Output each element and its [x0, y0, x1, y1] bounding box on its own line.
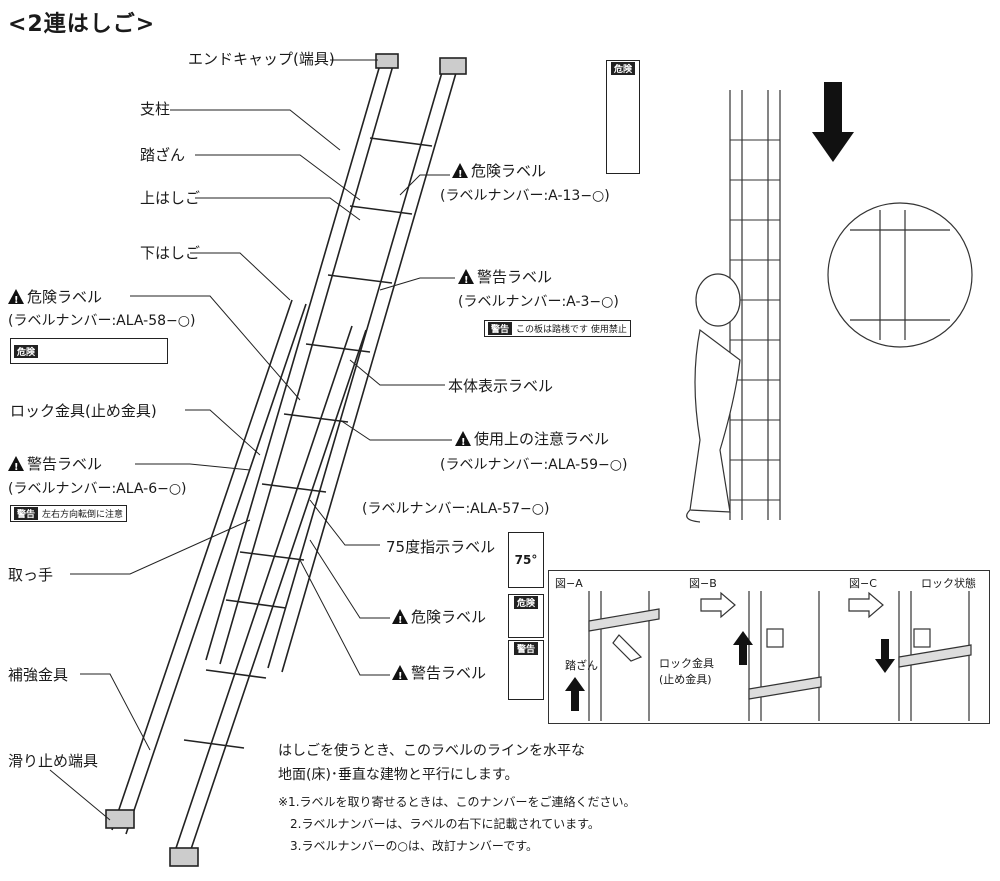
- inset-rung-label: 踏ざん: [565, 659, 598, 672]
- label-reinforce: 補強金具: [8, 666, 69, 684]
- label-danger-top-number: (ラベルナンバー:A-13−○): [440, 188, 610, 204]
- inset-lock-label-1: ロック金具: [659, 657, 714, 670]
- note-2: 2.ラベルナンバーは、ラベルの右下に記載されています。: [290, 817, 600, 831]
- label-warning-left: 警告ラベル: [8, 455, 102, 477]
- locked-state-label: ロック状態: [921, 577, 976, 590]
- label-warning-mid: 警告ラベル: [458, 268, 552, 290]
- label-rung: 踏ざん: [140, 146, 186, 164]
- fig-b-label: 図−B: [689, 577, 717, 590]
- label-antislip: 滑り止め端具: [8, 752, 99, 770]
- warning-triangle-icon: [392, 665, 408, 686]
- warning-triangle-icon: [8, 456, 24, 477]
- label-warning-left-number: (ラベルナンバー:ALA-6−○): [8, 481, 187, 497]
- page-title: <2連はしご>: [8, 12, 156, 37]
- degree75-sticker: 75°: [508, 532, 544, 588]
- label-end-cap: エンドキャップ(端具): [188, 50, 335, 68]
- label-danger-bottom: 危険ラベル: [392, 608, 486, 630]
- note-line-1: はしごを使うとき、このラベルのラインを水平な: [278, 743, 586, 759]
- label-75-degree: 75度指示ラベル: [386, 538, 496, 556]
- label-handle: 取っ手: [8, 566, 54, 584]
- warning-triangle-icon: [452, 163, 468, 184]
- danger-left-sticker: 危険: [10, 338, 168, 364]
- note-3: 3.ラベルナンバーの○は、改訂ナンバーです。: [290, 839, 539, 853]
- note-line-2: 地面(床)･垂直な建物と平行にします。: [278, 767, 519, 783]
- inset-drawing: [565, 591, 972, 721]
- warning-triangle-icon: [455, 431, 471, 452]
- label-lock: ロック金具(止め金具): [10, 402, 157, 420]
- warning-mid-sticker: 警告この板は踏桟です 使用禁止: [484, 320, 631, 337]
- label-danger-top: 危険ラベル: [452, 162, 546, 184]
- label-usage-number: (ラベルナンバー:ALA-59−○): [440, 457, 628, 473]
- label-warning-bottom: 警告ラベル: [392, 664, 486, 686]
- label-danger-left-number: (ラベルナンバー:ALA-58−○): [8, 313, 196, 329]
- label-num57: (ラベルナンバー:ALA-57−○): [362, 501, 550, 517]
- warning-triangle-icon: [458, 269, 474, 290]
- label-body: 本体表示ラベル: [448, 377, 554, 395]
- note-1: ※1.ラベルを取り寄せるときは、このナンバーをご連絡ください。: [278, 795, 636, 809]
- danger-top-sticker: 危険: [606, 60, 640, 174]
- label-pillar: 支柱: [140, 100, 171, 118]
- label-upper-ladder: 上はしご: [140, 189, 201, 207]
- warning-triangle-icon: [8, 289, 24, 310]
- lock-mechanism-inset: 図−A 図−B 図−C ロック状態 踏ざん ロック金具 (止め金具): [548, 570, 990, 724]
- fig-a-label: 図−A: [555, 577, 583, 590]
- warning-left-sticker: 警告左右方向転倒に注意: [10, 505, 128, 522]
- label-warning-mid-number: (ラベルナンバー:A-3−○): [458, 294, 619, 310]
- danger-bottom-sticker: 危険: [508, 594, 544, 638]
- inset-lock-label-2: (止め金具): [659, 673, 712, 686]
- fig-c-label: 図−C: [849, 577, 877, 590]
- label-danger-left: 危険ラベル: [8, 288, 102, 310]
- warning-triangle-icon: [392, 609, 408, 630]
- label-lower-ladder: 下はしご: [140, 244, 201, 262]
- label-usage: 使用上の注意ラベル: [455, 430, 609, 452]
- warning-bottom-sticker: 警告: [508, 640, 544, 700]
